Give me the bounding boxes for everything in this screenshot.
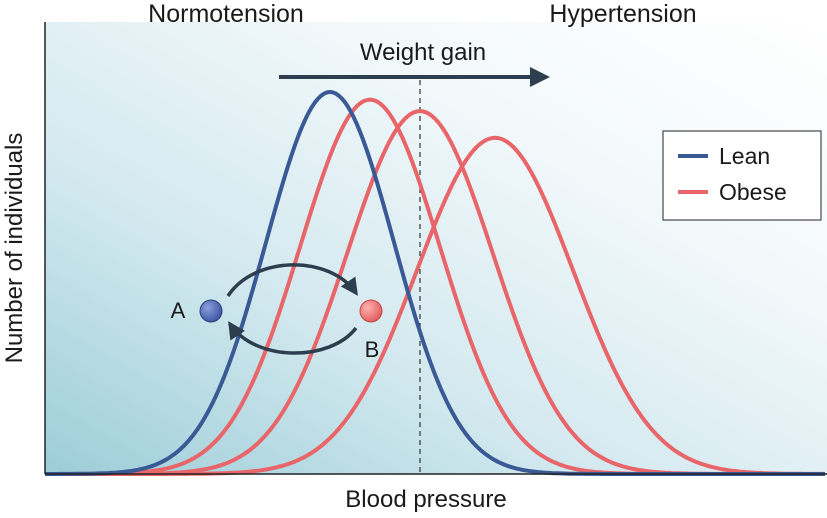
cycle-arrow-bottom — [228, 321, 358, 355]
legend-label-lean: Lean — [719, 143, 770, 169]
region-label-normotension: Normotension — [148, 0, 304, 28]
legend-label-obese: Obese — [719, 179, 787, 205]
point-a-label: A — [171, 298, 186, 323]
point-a-marker — [199, 299, 223, 323]
legend: Lean Obese — [662, 130, 822, 221]
cycle-arrow-top — [226, 263, 358, 297]
plot-background — [45, 22, 827, 474]
x-axis-label: Blood pressure — [345, 486, 506, 513]
point-b-label: B — [365, 337, 380, 362]
weight-gain-label: Weight gain — [360, 39, 486, 66]
y-axis-label: Number of individuals — [1, 133, 28, 364]
legend-box — [662, 130, 822, 221]
point-b-marker — [359, 299, 383, 323]
region-label-hypertension: Hypertension — [549, 0, 696, 28]
